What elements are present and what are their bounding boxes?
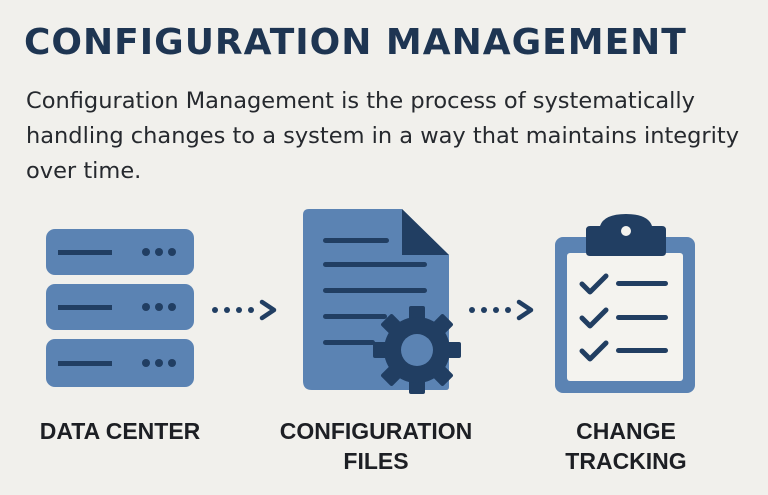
document-gear-icon <box>303 209 461 394</box>
clipboard-checklist-icon <box>555 214 695 393</box>
description: Configuration Management is the process … <box>26 88 740 184</box>
server-rack-icon <box>46 229 194 387</box>
label-change-tracking: CHANGE TRACKING <box>540 416 712 476</box>
label-data-center: DATA CENTER <box>30 416 210 446</box>
label-line: DATA CENTER <box>39 418 201 444</box>
dotted-arrow-icon <box>212 299 277 321</box>
label-line: CONFIGURATION <box>279 418 473 444</box>
label-line: TRACKING <box>565 448 687 474</box>
label-line: FILES <box>343 448 409 474</box>
label-configuration-files: CONFIGURATION FILES <box>266 416 486 476</box>
dotted-arrow-icon <box>469 299 534 321</box>
page-title: CONFIGURATION MANAGEMENT <box>24 22 687 63</box>
label-line: CHANGE <box>576 418 676 444</box>
